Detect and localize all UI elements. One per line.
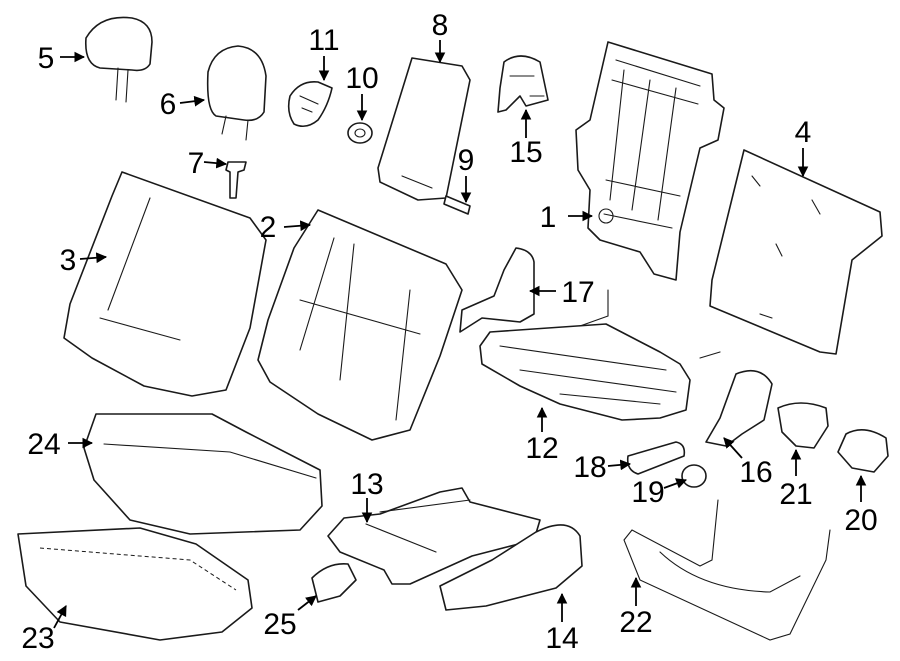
leader-18 bbox=[607, 459, 632, 471]
leader-16 bbox=[723, 437, 743, 459]
part-21-cover bbox=[777, 402, 829, 449]
part-4-board bbox=[709, 149, 883, 355]
part-5-headrest bbox=[84, 16, 153, 103]
callout-7: 7 bbox=[188, 147, 205, 180]
callout-20: 20 bbox=[844, 504, 877, 537]
part-23-seat-pan bbox=[17, 527, 253, 641]
callout-4: 4 bbox=[795, 116, 812, 149]
part-8-panel bbox=[377, 57, 471, 201]
callout-15: 15 bbox=[509, 136, 542, 169]
callout-17: 17 bbox=[561, 276, 594, 309]
callout-5: 5 bbox=[38, 42, 55, 75]
callout-9: 9 bbox=[458, 144, 475, 177]
callout-16: 16 bbox=[739, 456, 772, 489]
part-22-cable bbox=[623, 499, 831, 641]
part-3-back-cushion bbox=[63, 171, 267, 397]
part-12-seat-frame bbox=[479, 289, 721, 421]
callout-10: 10 bbox=[345, 62, 378, 95]
part-24-seat-cushion bbox=[83, 413, 323, 535]
leader-6 bbox=[179, 95, 206, 107]
leader-19 bbox=[663, 478, 688, 489]
callout-2: 2 bbox=[260, 211, 277, 244]
callout-11: 11 bbox=[308, 24, 339, 57]
callout-22: 22 bbox=[619, 606, 652, 639]
callout-18: 18 bbox=[573, 451, 606, 484]
callout-25: 25 bbox=[263, 608, 296, 641]
callout-6: 6 bbox=[160, 88, 177, 121]
part-13-rail-frame bbox=[327, 487, 541, 585]
part-18-handle bbox=[626, 441, 686, 475]
part-20-cover bbox=[837, 429, 889, 473]
leader-23 bbox=[53, 605, 67, 629]
leader-3 bbox=[79, 252, 108, 264]
callout-1: 1 bbox=[540, 201, 557, 234]
leader-7 bbox=[203, 157, 228, 169]
callout-3: 3 bbox=[60, 244, 77, 277]
callout-8: 8 bbox=[432, 9, 449, 42]
part-14-trim bbox=[439, 524, 583, 611]
part-17-trim bbox=[459, 247, 535, 333]
callout-13: 13 bbox=[350, 468, 383, 501]
callout-21: 21 bbox=[779, 478, 812, 511]
part-10-grommet bbox=[347, 122, 373, 144]
callout-23: 23 bbox=[21, 622, 54, 655]
part-15-bracket bbox=[497, 55, 549, 113]
leader-2 bbox=[283, 220, 312, 232]
part-1-seatback-frame bbox=[575, 41, 725, 281]
callout-14: 14 bbox=[545, 622, 578, 655]
part-6-headrest bbox=[206, 45, 267, 141]
part-11-cover bbox=[287, 80, 333, 128]
part-16-cover bbox=[705, 369, 773, 447]
leader-25 bbox=[297, 595, 317, 611]
part-19-cap bbox=[681, 464, 707, 488]
callout-19: 19 bbox=[631, 476, 664, 509]
part-2-back-cover bbox=[257, 209, 463, 441]
part-25-cover bbox=[311, 562, 357, 603]
part-7-bolt bbox=[225, 161, 247, 199]
callout-24: 24 bbox=[27, 428, 60, 461]
callout-12: 12 bbox=[525, 432, 558, 465]
